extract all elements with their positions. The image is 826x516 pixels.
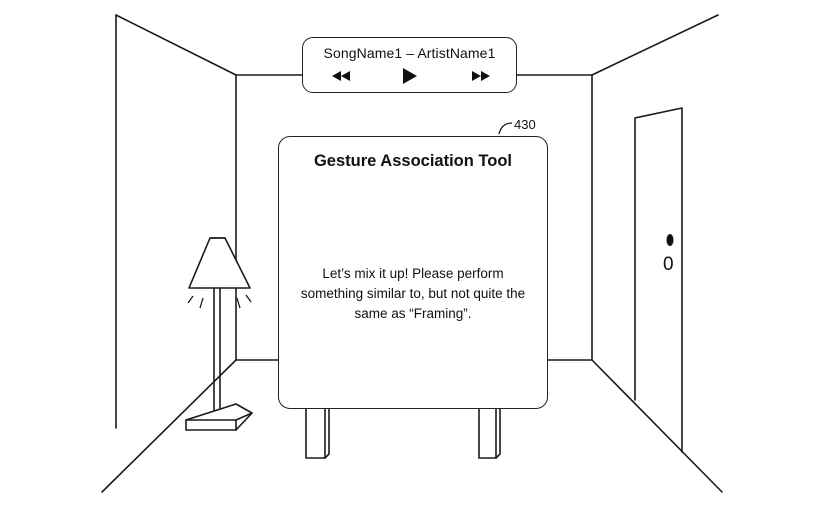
room-walls — [101, 14, 723, 493]
now-playing-label: SongName1 – ArtistName1 — [323, 45, 496, 61]
gesture-association-dialog: Gesture Association Tool Let’s mix it up… — [278, 136, 548, 409]
dialog-message: Let’s mix it up! Please perform somethin… — [300, 266, 526, 321]
reference-numeral: 430 — [514, 117, 536, 132]
play-button[interactable] — [398, 66, 422, 86]
media-player: SongName1 – ArtistName1 — [302, 37, 517, 93]
display-stand — [305, 403, 501, 459]
door-knob — [666, 234, 674, 246]
floor-lamp — [185, 237, 253, 431]
reference-leader-line — [498, 122, 513, 135]
fast-forward-icon — [472, 71, 490, 81]
rewind-button[interactable] — [329, 66, 353, 86]
door-handle-label: 0 — [663, 254, 674, 275]
door — [634, 107, 683, 453]
rewind-icon — [332, 71, 350, 81]
play-icon — [403, 68, 417, 84]
fast-forward-button[interactable] — [469, 66, 493, 86]
dialog-title: Gesture Association Tool — [313, 152, 513, 170]
